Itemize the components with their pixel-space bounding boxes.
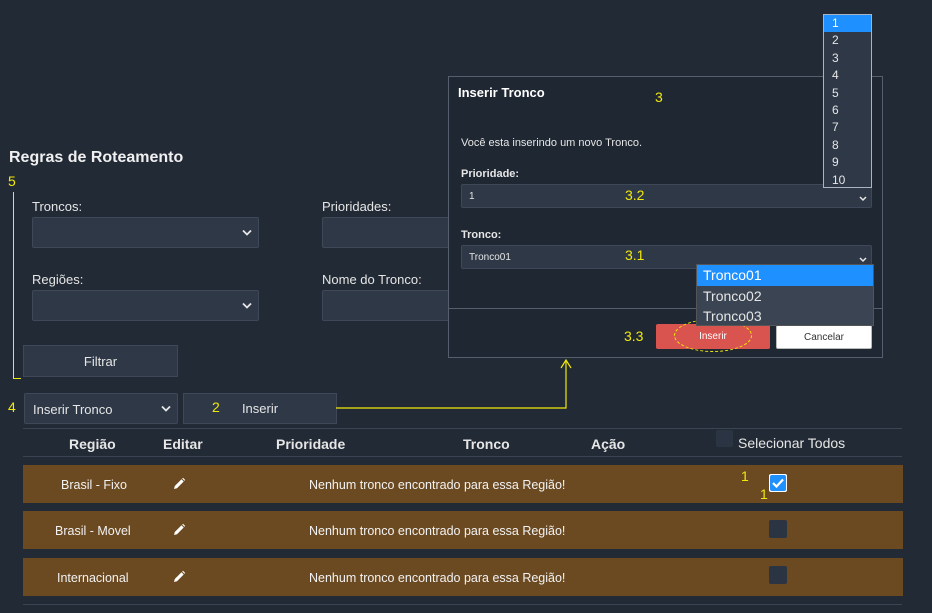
tronco-option[interactable]: Tronco01 [697,265,873,286]
table-row [23,465,903,503]
table-row [23,511,903,549]
prioridade-dropdown-list: 1 2 3 4 5 6 7 8 9 10 [823,14,872,188]
chevron-down-icon [242,302,252,309]
row-checkbox[interactable] [769,474,787,492]
action-select-value: Inserir Tronco [33,402,113,417]
tronco-option[interactable]: Tronco03 [703,308,762,325]
prioridade-option[interactable]: 5 [832,85,839,100]
header-acao: Ação [591,436,626,452]
nome-tronco-label: Nome do Tronco: [322,272,422,287]
modal-description: Você esta inserindo um novo Tronco. [461,137,642,149]
annotation-3-2: 3.2 [625,187,645,203]
prioridade-option[interactable]: 3 [832,50,839,65]
modal-cancelar-button[interactable]: Cancelar [776,325,872,349]
table-header-divider [23,456,902,457]
modal-title: Inserir Tronco [458,85,545,100]
prioridade-option[interactable]: 2 [832,33,839,48]
prioridade-option[interactable]: 7 [832,120,839,135]
pencil-icon[interactable] [172,477,186,494]
prioridade-option[interactable]: 1 [824,15,871,33]
filtrar-button[interactable]: Filtrar [23,345,178,377]
regioes-select[interactable] [32,290,259,321]
annotation-4: 4 [8,399,16,415]
annotation-2: 2 [212,399,220,415]
annotation-3-3: 3.3 [624,328,644,344]
prioridade-option[interactable]: 6 [832,102,839,117]
chevron-down-icon [242,229,252,236]
annotation-3: 3 [655,89,663,105]
prioridades-label: Prioridades: [322,199,392,214]
row-regiao: Brasil - Fixo [61,478,127,492]
troncos-select[interactable] [32,217,259,248]
row-regiao: Internacional [57,571,129,585]
header-tronco: Tronco [463,436,510,452]
checkmark-icon [770,475,786,491]
modal-footer-divider [449,308,882,309]
row-checkbox[interactable] [769,566,787,584]
inserir-button[interactable]: Inserir [183,393,337,424]
troncos-label: Troncos: [32,199,83,214]
prioridade-select[interactable]: 1 [461,184,872,208]
table-top-divider [23,428,902,429]
row-message: Nenhum tronco encontrado para essa Regiã… [309,478,566,492]
action-select[interactable]: Inserir Tronco [24,393,178,424]
header-prioridade: Prioridade [276,436,346,452]
annotation-5: 5 [8,173,16,189]
prioridade-option[interactable]: 10 [832,172,846,187]
pencil-icon[interactable] [172,570,186,587]
nome-tronco-input[interactable] [322,290,450,321]
select-all-checkbox[interactable] [716,430,733,447]
tronco-option[interactable]: Tronco02 [703,287,762,304]
annotation-tick-5 [13,378,21,379]
row-regiao: Brasil - Movel [55,524,131,538]
annotation-1a: 1 [741,468,749,484]
tronco-dropdown-list: Tronco01 Tronco02 Tronco03 [696,264,874,326]
prioridade-label: Prioridade: [461,168,520,180]
row-checkbox[interactable] [769,520,787,538]
prioridade-select-value: 1 [469,190,475,202]
header-regiao: Região [69,436,116,452]
select-all-label: Selecionar Todos [738,435,846,451]
prioridade-option[interactable]: 9 [832,155,839,170]
regioes-label: Regiões: [32,272,84,287]
header-editar: Editar [163,436,203,452]
page-title: Regras de Roteamento [9,149,184,166]
row-message: Nenhum tronco encontrado para essa Regiã… [309,571,566,585]
annotation-1b: 1 [760,486,768,502]
prioridades-select[interactable] [322,217,450,248]
annotation-line-5 [13,192,14,379]
annotation-arrow [336,358,572,409]
row-message: Nenhum tronco encontrado para essa Regiã… [309,524,566,538]
pencil-icon[interactable] [172,523,186,540]
prioridade-option[interactable]: 8 [832,137,839,152]
table-bottom-divider [23,604,902,605]
chevron-down-icon [859,255,867,266]
chevron-down-icon [161,405,171,412]
annotation-3-1: 3.1 [625,247,645,263]
prioridade-option[interactable]: 4 [832,68,839,83]
chevron-down-icon [859,194,867,205]
tronco-select-value: Tronco01 [469,251,511,263]
table-row [23,558,903,596]
tronco-label: Tronco: [461,229,502,241]
